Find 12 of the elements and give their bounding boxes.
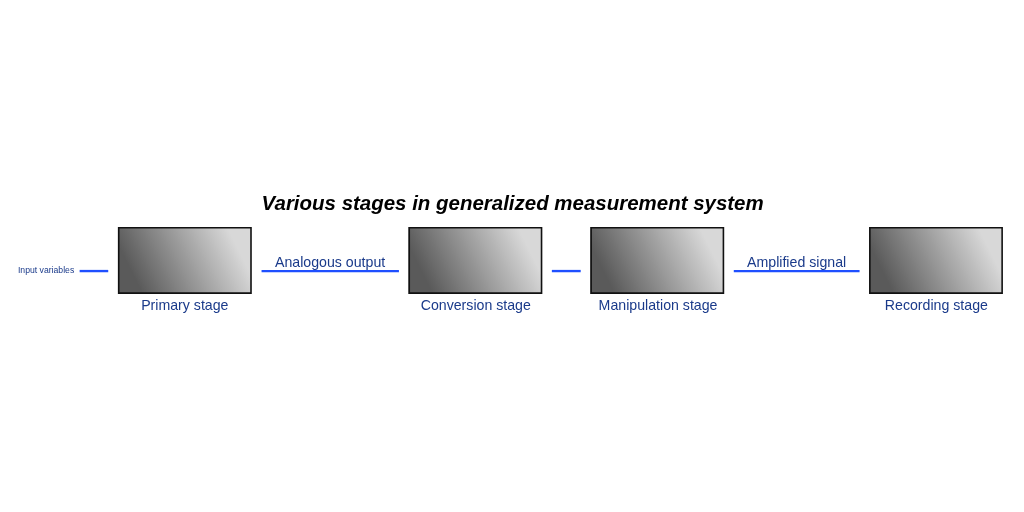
connector bbox=[551, 269, 581, 272]
node-label: Conversion stage bbox=[420, 296, 531, 313]
edge-label: Amplified signal bbox=[747, 253, 847, 270]
connector bbox=[79, 269, 109, 272]
node-text: Input variables bbox=[17, 264, 75, 275]
node-label: Recording stage bbox=[884, 296, 988, 313]
connector bbox=[733, 269, 860, 272]
connector bbox=[261, 269, 399, 272]
edge-label: Analogous output bbox=[275, 253, 386, 270]
node-label: Manipulation stage bbox=[598, 296, 718, 313]
node-label: Primary stage bbox=[141, 296, 229, 313]
diagram-title: Various stages in generalized measurement system bbox=[261, 190, 764, 214]
